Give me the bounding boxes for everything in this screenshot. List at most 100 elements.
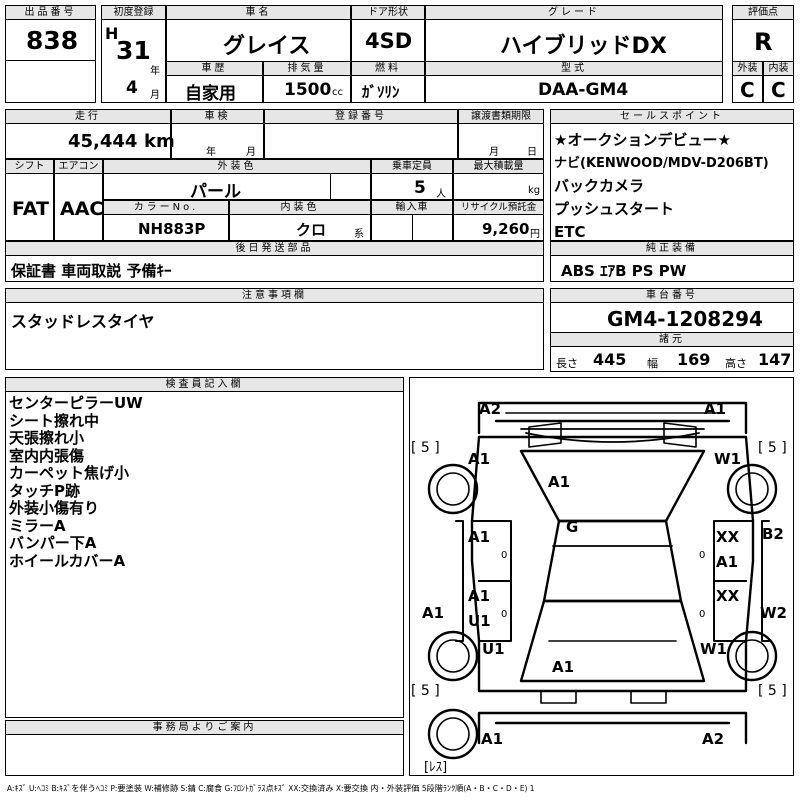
wheel-rear-left-inner [436,639,470,673]
model: DAA-GM4 [538,80,629,100]
grade: ハイブリッドDX [500,34,667,59]
mileage-header: 走行 [5,109,171,124]
chassis-number: GM4-1208294 [607,307,763,331]
wheel-front-left-inner [436,472,470,506]
import-header: 輸入車 [371,200,453,215]
spec-cell: 長さ 445 幅 169 高さ 147 [550,346,794,372]
int-color-unit: 系 [354,229,364,240]
width: 169 [677,350,711,369]
mark-right-rear-quarter-side: W2 [760,604,787,622]
fuel-cell: ｶﾞｿﾘﾝ [351,75,425,103]
lot-no-blank-cell [5,60,96,103]
inspection-header: 車検 [171,109,264,124]
fuel: ｶﾞｿﾘﾝ [362,83,400,101]
exterior-grade: C [740,78,755,102]
score: R [754,28,773,56]
ac-cell: AAC [54,173,103,241]
inspector-item: 天張擦れ小 [9,429,85,447]
inspection-month-unit: 月 [246,147,256,158]
tire-label-spare: [ﾚｽ] [424,760,448,775]
int-color-header: 内装色 [229,200,371,215]
inspector-item: 室内内張傷 [9,446,85,465]
score-cell: R [732,19,794,62]
wheel-front-left [427,463,479,515]
mark-left-sill: A1 [422,604,445,622]
grade-header: グレード [425,5,723,20]
max-load-header: 最大積載量 [453,159,544,174]
int-color: クロ [296,221,327,239]
body-outline [470,435,755,693]
sales-points-list: ★オークションデビュー★ ナビ(KENWOOD/MDV-D206BT) バックカ… [554,129,769,244]
door-type: 4SD [365,29,413,53]
left-rear-door [478,580,512,642]
history-header: 車歴 [166,61,263,76]
equipment: ABS ｴｱB PS PW [561,262,687,280]
inspector-item: タッチP跡 [9,481,80,500]
displacement-unit: cc [332,87,343,98]
mark-front-right-fender: W1 [714,450,741,468]
car-diagram: [ 5 ] [ 5 ] [ 5 ] [ 5 ] [ﾚｽ] A2 A1 A1 W1… [409,377,794,776]
capacity: 5 [414,178,426,198]
later-parts-header: 後日発送部品 [5,241,544,256]
recycle: 9,260 [482,220,530,238]
tire-label-rear-right: [ 5 ] [758,683,787,699]
spec-header: 諸元 [550,332,794,347]
mark-left-rear-door-2: U1 [468,612,491,630]
notes-header: 注意事項欄 [5,288,544,303]
inspection-cell: 年 月 [171,123,264,159]
year-unit: 年 [150,66,160,77]
lot-no-cell: 838 [5,19,96,61]
spare-tire [427,708,479,760]
mark-rear-bumper-right: A2 [702,730,725,748]
color-no: NH883P [138,220,206,238]
mark-left-rear-fender: U1 [482,640,505,658]
inspector-item: 外装小傷有り [9,499,100,517]
mark-front-left-fender: A1 [468,450,491,468]
max-load-cell: kg [453,173,544,200]
recycle-header: リサイクル預託金 [453,200,544,215]
sales-points-header: セールスポイント [550,109,794,124]
inspector-item: バンパー下A [9,534,97,552]
era: H [105,24,119,43]
length-label: 長さ [556,357,578,370]
equipment-cell: ABS ｴｱB PS PW [550,255,794,282]
tire-label-front-left: [ 5 ] [411,440,440,456]
office-header: 事務局よりご案内 [5,720,404,735]
notes-cell: スタッドレスタイヤ [5,302,544,370]
mark-roof: G [566,518,579,536]
mark-right-rear-door-zero: 0 [699,609,706,620]
score-header: 評価点 [732,5,794,20]
wheel-front-right-inner [735,472,769,506]
capacity-unit: 人 [436,189,446,200]
shift-header: シフト [5,159,54,174]
wheel-rear-right [726,630,778,682]
history-cell: 自家用 [166,75,263,104]
model-cell: DAA-GM4 [425,75,723,103]
reg-month: 4 [126,78,138,98]
lot-no: 838 [26,26,79,55]
wheel-rear-right-inner [735,639,769,673]
office-cell [5,734,404,776]
reg-no-header: 登録番号 [264,109,458,124]
chassis-header: 車台番号 [550,288,794,303]
exterior-cell: C [732,75,763,103]
inspector-list: センターピラーUW シート擦れ中 天張擦れ小 室内内張傷 カーペット焦げ小 タッ… [9,394,143,570]
inspector-item: シート擦れ中 [9,411,100,430]
door-header: ドア形状 [351,5,425,20]
mark-right-front-door-2: A1 [716,553,739,571]
sales-points-cell: ★オークションデビュー★ ナビ(KENWOOD/MDV-D206BT) バックカ… [550,123,794,241]
length: 445 [593,350,627,369]
front-bumper-outline [477,401,748,435]
mark-hood: A1 [548,473,571,491]
transfer-header: 譲渡書類期限 [458,109,544,124]
transfer-month-unit: 月 [489,147,499,158]
inspection-year-unit: 年 [206,147,216,158]
inspector-cell: センターピラーUW シート擦れ中 天張擦れ小 室内内張傷 カーペット焦げ小 タッ… [5,391,404,718]
color-cell: パール [103,173,371,202]
sales-point-item: バックカメラ [554,177,645,195]
inspector-item: ホイールカバーA [9,551,126,570]
notes: スタッドレスタイヤ [11,312,155,331]
capacity-cell: 5 人 [371,173,453,200]
car-name-cell: グレイス [166,19,351,62]
fuel-header: 燃料 [351,61,425,76]
